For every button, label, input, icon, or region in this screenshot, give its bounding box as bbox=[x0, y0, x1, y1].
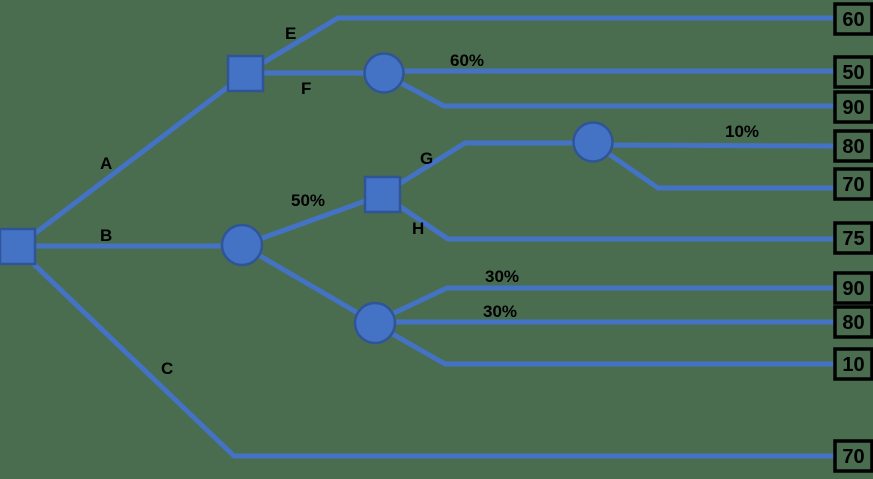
terminal-value-6: 90 bbox=[842, 278, 864, 300]
terminal-value-3: 80 bbox=[842, 136, 864, 158]
decision-node-root bbox=[0, 227, 37, 266]
labels-layer: A E F 60% B 50% G 10% H 30% 30% C bbox=[100, 24, 759, 378]
branch-line-50-percent bbox=[242, 192, 383, 248]
branch-label-H: H bbox=[412, 219, 424, 238]
terminal-value-box-8 bbox=[833, 347, 873, 381]
branch-line-G bbox=[381, 140, 593, 197]
branch-label-30-percent-mid: 30% bbox=[483, 302, 517, 321]
branch-label-30-percent-upper: 30% bbox=[485, 267, 519, 286]
terminal-value-box-9 bbox=[833, 439, 873, 473]
branch-line-F-lower bbox=[382, 71, 836, 109]
terminal-value-box-5 bbox=[833, 221, 873, 255]
terminal-value-7: 80 bbox=[842, 312, 864, 334]
branch-line-C bbox=[15, 246, 836, 459]
branch-label-A: A bbox=[100, 154, 112, 173]
branch-line-30-percent-upper bbox=[373, 285, 836, 325]
terminal-value-box-4 bbox=[833, 167, 873, 201]
terminal-value-box-0 bbox=[833, 2, 873, 36]
chance-node-chance-2 bbox=[220, 223, 264, 267]
branch-label-E: E bbox=[285, 24, 296, 43]
chance-node-chance-3 bbox=[572, 121, 614, 163]
terminal-value-5: 75 bbox=[842, 228, 864, 250]
terminal-value-box-7 bbox=[833, 305, 873, 339]
chance-node-chance-1 bbox=[363, 52, 405, 94]
terminal-value-0: 60 bbox=[842, 9, 864, 31]
branches-layer bbox=[15, 15, 837, 459]
branch-label-50-percent: 50% bbox=[291, 191, 325, 210]
decision-node-decision-1 bbox=[226, 54, 265, 93]
terminal-value-box-6 bbox=[833, 271, 873, 305]
branch-line-10-percent bbox=[592, 142, 837, 149]
terminal-value-4: 70 bbox=[842, 174, 864, 196]
branch-label-F: F bbox=[301, 79, 311, 98]
terminal-value-box-1 bbox=[833, 55, 873, 89]
terminal-value-1: 50 bbox=[842, 62, 864, 84]
terminal-value-9: 70 bbox=[842, 446, 864, 468]
terminals-layer: 60 50 90 80 70 75 90 80 10 70 bbox=[833, 2, 873, 473]
branch-label-G: G bbox=[420, 149, 433, 168]
decision-node-decision-2 bbox=[363, 175, 402, 214]
branch-label-60-percent: 60% bbox=[450, 51, 484, 70]
branch-line-H bbox=[381, 192, 836, 242]
branch-line-B-lower bbox=[241, 243, 377, 326]
branch-label-B: B bbox=[100, 226, 112, 245]
branch-label-C: C bbox=[161, 359, 173, 378]
branch-label-10-percent: 10% bbox=[725, 122, 759, 141]
terminal-value-box-3 bbox=[833, 129, 873, 163]
branch-line-A bbox=[15, 72, 247, 249]
terminal-value-8: 10 bbox=[842, 354, 864, 376]
terminal-value-box-2 bbox=[833, 90, 873, 124]
terminal-value-2: 90 bbox=[842, 97, 864, 119]
branch-line-chance4-lower bbox=[373, 321, 836, 367]
nodes-layer bbox=[0, 52, 614, 345]
branch-line-G-lower bbox=[591, 140, 836, 191]
chance-node-chance-4 bbox=[353, 301, 397, 345]
branch-line-E bbox=[244, 15, 836, 76]
